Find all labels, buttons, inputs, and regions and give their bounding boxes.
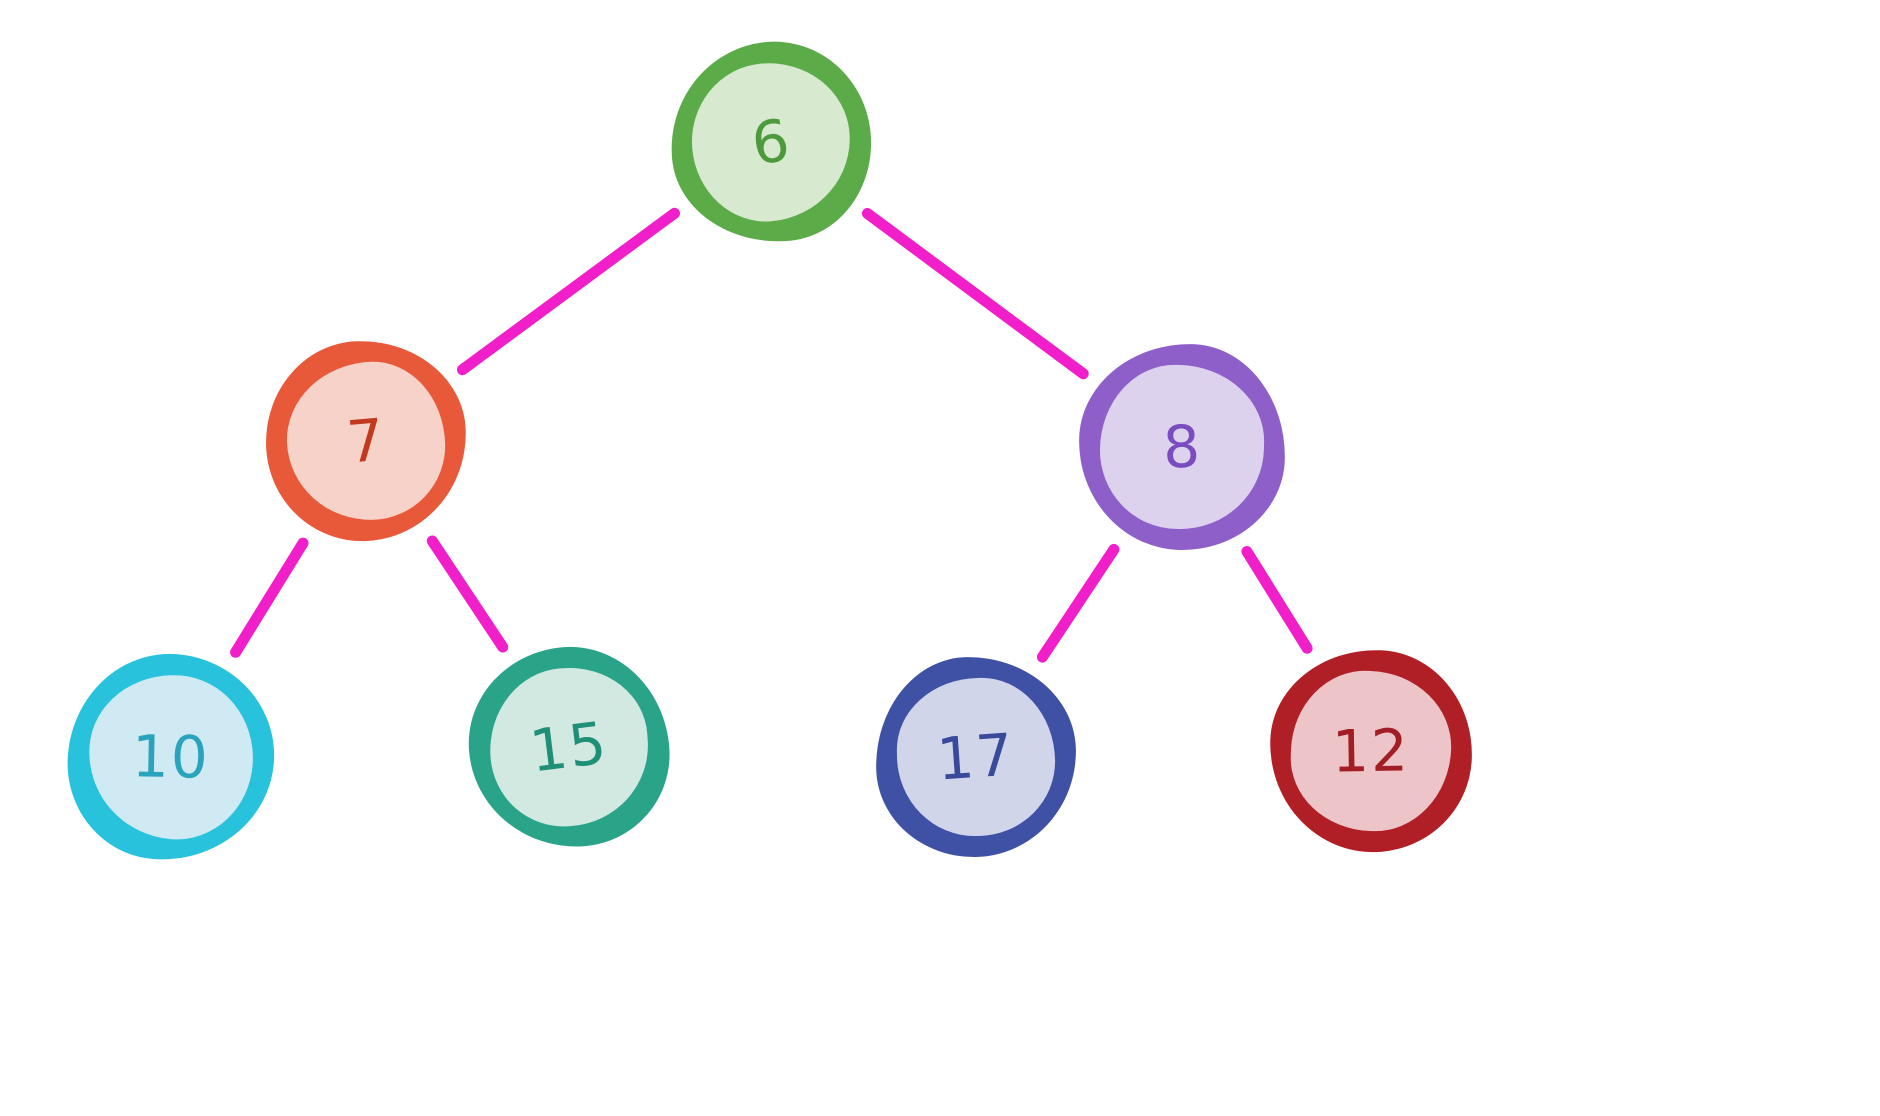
tree-edge-7-15 bbox=[426, 535, 509, 653]
node-label: 17 bbox=[934, 720, 1018, 794]
node-label: 15 bbox=[526, 708, 612, 786]
tree-node-7: 7 bbox=[262, 337, 470, 545]
tree-edge-6-7 bbox=[457, 207, 680, 376]
node-label: 8 bbox=[1161, 412, 1203, 482]
tree-node-12: 12 bbox=[1266, 646, 1476, 856]
tree-node-17: 17 bbox=[874, 655, 1078, 859]
tree-node-8: 8 bbox=[1077, 342, 1287, 552]
tree-edge-8-12 bbox=[1241, 546, 1313, 654]
node-label: 6 bbox=[747, 105, 795, 179]
tree-edge-7-10 bbox=[230, 537, 309, 658]
tree-node-10: 10 bbox=[61, 647, 281, 867]
tree-node-15: 15 bbox=[462, 640, 676, 854]
node-fill: 17 bbox=[895, 676, 1057, 838]
tree-edge-8-17 bbox=[1036, 543, 1120, 663]
node-label: 10 bbox=[131, 722, 211, 792]
tree-node-6: 6 bbox=[662, 33, 880, 251]
node-label: 7 bbox=[343, 405, 389, 477]
node-label: 12 bbox=[1331, 716, 1411, 786]
tree-edge-6-8 bbox=[861, 208, 1089, 380]
